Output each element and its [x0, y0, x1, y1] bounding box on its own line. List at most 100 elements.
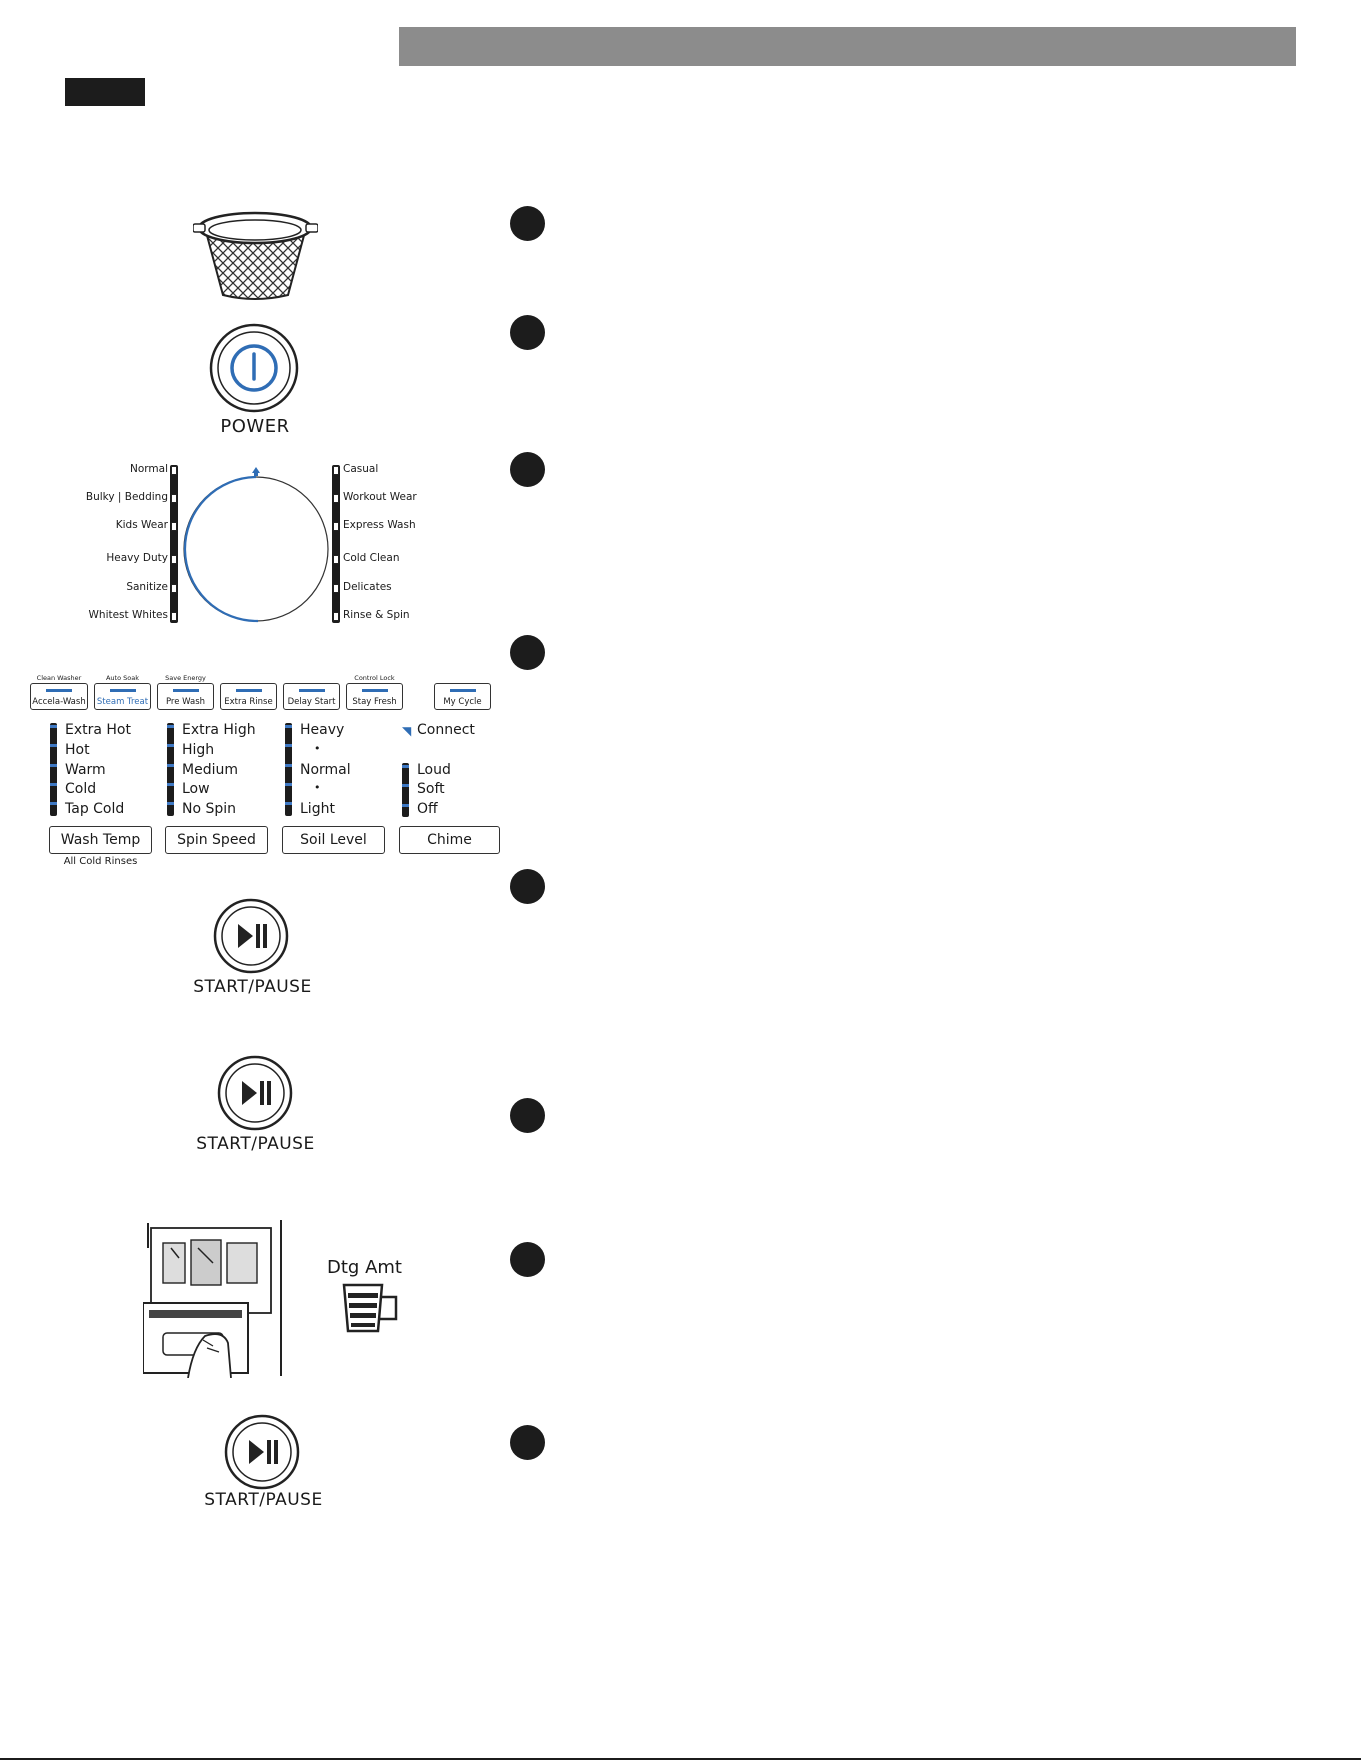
chime-led-bar — [402, 763, 409, 817]
spin-speed-button[interactable]: Spin Speed — [165, 826, 268, 854]
setting-level-label: Extra Hot — [65, 722, 131, 738]
chime-level-label: Off — [417, 801, 438, 817]
laundry-basket-icon — [193, 211, 318, 300]
cycle-indicator — [171, 555, 177, 564]
option-indicator — [46, 689, 72, 692]
setting-level-label: Tap Cold — [65, 801, 125, 817]
setting-level-label: Hot — [65, 742, 90, 758]
option-button[interactable]: Delay Start — [283, 683, 340, 710]
option-button-label: Delay Start — [287, 697, 336, 707]
step-marker-6 — [510, 1098, 545, 1133]
chime-level-label: Loud — [417, 762, 451, 778]
level-indicator — [167, 725, 174, 728]
cycle-option-label[interactable]: Whitest Whites — [88, 609, 168, 621]
setting-level-label: • — [314, 781, 321, 794]
wifi-icon: ◥ — [402, 724, 412, 738]
setting-level-label: Heavy — [300, 722, 345, 738]
cycle-indicator — [171, 522, 177, 531]
level-indicator — [50, 783, 57, 786]
cycle-option-label[interactable]: Cold Clean — [343, 552, 400, 564]
cycle-option-label[interactable]: Kids Wear — [115, 519, 168, 531]
step-marker-1 — [510, 206, 545, 241]
soil-level-led-bar — [285, 723, 292, 816]
start-pause-label-3: START/PAUSE — [204, 1490, 323, 1510]
setting-level-label: No Spin — [182, 801, 237, 817]
cycle-indicator — [333, 612, 339, 621]
level-indicator — [402, 784, 409, 787]
cycle-option-label[interactable]: Heavy Duty — [106, 552, 168, 564]
option-button[interactable]: My Cycle — [434, 683, 491, 710]
option-indicator — [172, 689, 199, 692]
cycle-option-label[interactable]: Casual — [343, 463, 379, 475]
level-indicator — [167, 783, 174, 786]
level-indicator — [402, 804, 409, 807]
footer-rule — [0, 1758, 1361, 1760]
cycle-option-label[interactable]: Bulky | Bedding — [85, 491, 168, 503]
level-indicator — [50, 725, 57, 728]
option-button[interactable]: Accela-Wash — [30, 683, 88, 710]
divider-line — [280, 1220, 282, 1376]
cycle-indicator — [171, 494, 177, 503]
step-marker-4 — [510, 635, 545, 670]
chime-level-label: Soft — [417, 781, 445, 797]
start-pause-button-2[interactable] — [216, 1054, 294, 1132]
step-marker-5 — [510, 869, 545, 904]
cycle-indicator — [171, 584, 177, 593]
wash-temp-button[interactable]: Wash Temp — [49, 826, 152, 854]
detergent-drawer-icon — [143, 1223, 272, 1378]
start-pause-label-2: START/PAUSE — [196, 1134, 315, 1154]
option-button-label: Steam Treat — [96, 697, 149, 707]
start-pause-button-1[interactable] — [212, 897, 290, 975]
cycle-indicator — [333, 555, 339, 564]
level-indicator — [167, 764, 174, 767]
cycle-option-label[interactable]: Rinse & Spin — [343, 609, 410, 621]
option-button[interactable]: Steam Treat — [94, 683, 151, 710]
start-pause-button-3[interactable] — [223, 1413, 301, 1491]
level-indicator — [285, 744, 292, 747]
soil-level-button[interactable]: Soil Level — [282, 826, 385, 854]
detergent-cup-icon — [342, 1283, 398, 1333]
option-button[interactable]: Pre Wash — [157, 683, 214, 710]
cycle-indicator — [333, 466, 339, 475]
cycle-option-label[interactable]: Workout Wear — [343, 491, 417, 503]
setting-level-label: Extra High — [182, 722, 256, 738]
option-secondary-label: Clean Washer — [36, 674, 82, 682]
detergent-amount-label: Dtg Amt — [327, 1257, 402, 1278]
cycle-indicator — [171, 612, 177, 621]
header-bar — [399, 27, 1296, 66]
option-indicator — [235, 689, 262, 692]
step-marker-2 — [510, 315, 545, 350]
option-button-label: Pre Wash — [165, 697, 206, 707]
power-label: POWER — [220, 416, 290, 437]
level-indicator — [50, 802, 57, 805]
option-button[interactable]: Extra Rinse — [220, 683, 277, 710]
wash-temp-led-bar — [50, 723, 57, 816]
level-indicator — [285, 725, 292, 728]
cycle-option-label[interactable]: Express Wash — [343, 519, 416, 531]
option-indicator — [449, 689, 476, 692]
option-button[interactable]: Stay Fresh — [346, 683, 403, 710]
setting-level-label: Warm — [65, 762, 106, 778]
setting-level-label: Cold — [65, 781, 97, 797]
cycle-indicator — [333, 584, 339, 593]
setting-level-label: Normal — [300, 762, 351, 778]
cycle-indicator — [171, 466, 177, 475]
step-marker-8 — [510, 1425, 545, 1460]
cycle-option-label[interactable]: Sanitize — [126, 581, 168, 593]
setting-level-label: • — [314, 742, 321, 755]
cycle-knob[interactable] — [178, 465, 334, 627]
power-button[interactable] — [208, 322, 300, 414]
option-indicator — [298, 689, 325, 692]
setting-level-label: Medium — [182, 762, 238, 778]
cycle-indicator — [333, 522, 339, 531]
level-indicator — [167, 744, 174, 747]
cycle-option-label[interactable]: Normal — [130, 463, 168, 475]
chime-button[interactable]: Chime — [399, 826, 500, 854]
cycle-indicator — [333, 494, 339, 503]
start-pause-label-1: START/PAUSE — [193, 977, 312, 997]
option-button-label: Accela-Wash — [32, 697, 86, 707]
cycle-option-label[interactable]: Delicates — [343, 581, 392, 593]
option-button-label: Stay Fresh — [352, 697, 397, 707]
option-secondary-label: Control Lock — [354, 674, 395, 682]
level-indicator — [50, 764, 57, 767]
